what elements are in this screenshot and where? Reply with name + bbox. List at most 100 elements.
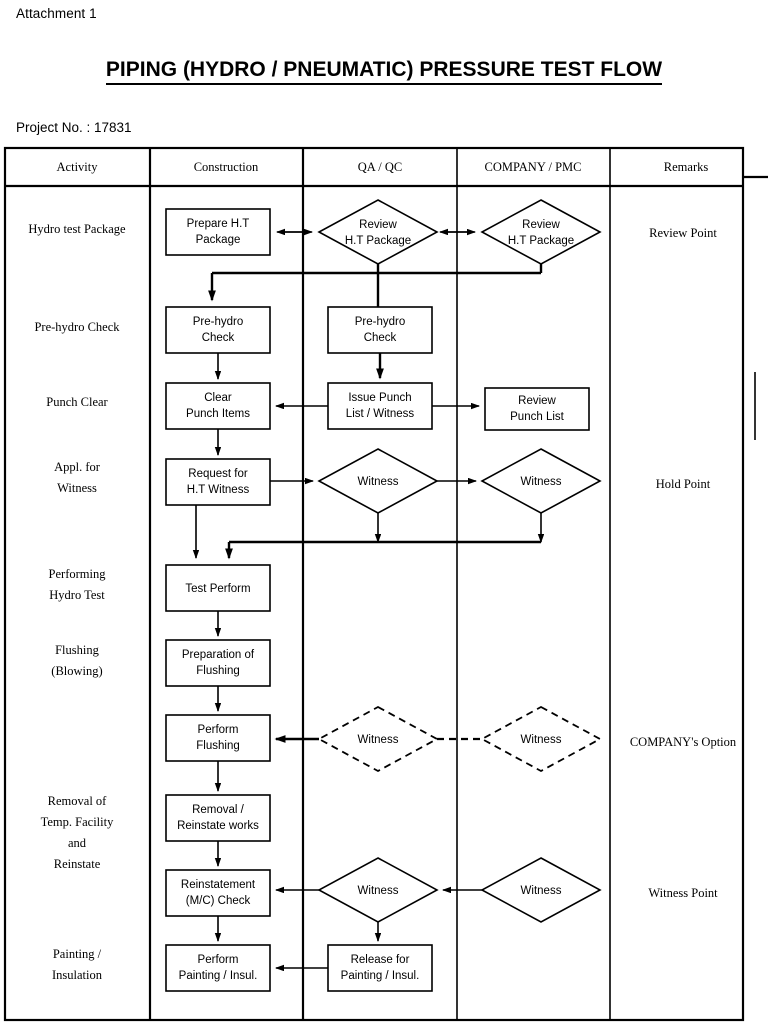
column-header-qaqc: QA / QC (358, 160, 402, 174)
row-appl-for-witness: Request for H.T Witness Witness Witness (165, 448, 602, 560)
row-punch-clear: Clear Punch Items Issue Punch List / Wit… (165, 382, 590, 456)
column-header-remarks: Remarks (664, 160, 709, 174)
connector-witness-bus-to-test-perform (225, 513, 545, 560)
node-issue-punch-list-line1: Issue Punch (348, 392, 411, 404)
node-pre-hydro-check-c-line1: Pre-hydro (193, 316, 244, 328)
node-review-ht-package-co-line1: Review (522, 219, 560, 231)
node-witness-ht-co-label: Witness (521, 476, 562, 488)
page-title: PIPING (HYDRO / PNEUMATIC) PRESSURE TEST… (0, 58, 768, 85)
node-pre-hydro-check-construction[interactable]: Pre-hydro Check (165, 306, 271, 354)
row-hydro-test-package: Prepare H.T Package Review H.T Package R… (165, 199, 602, 307)
node-removal-reinstate-line1: Removal / (192, 804, 245, 816)
table-header-row: Activity Construction QA / QC COMPANY / … (57, 160, 709, 174)
node-review-punch-list[interactable]: Review Punch List (484, 387, 590, 431)
project-number: Project No. : 17831 (16, 120, 132, 135)
node-review-ht-package-qa[interactable]: Review H.T Package (317, 199, 439, 265)
node-prepare-ht-package-line1: Prepare H.T (187, 218, 250, 230)
node-witness-ht-qa-label: Witness (358, 476, 399, 488)
node-request-ht-witness[interactable]: Request for H.T Witness (165, 458, 271, 506)
node-release-for-painting[interactable]: Release for Painting / Insul. (327, 944, 433, 992)
node-request-ht-witness-line2: H.T Witness (187, 484, 250, 496)
node-clear-punch-items[interactable]: Clear Punch Items (165, 382, 271, 430)
node-witness-reinstate-co-label: Witness (521, 885, 562, 897)
node-pre-hydro-check-qaqc[interactable]: Pre-hydro Check (327, 306, 433, 354)
node-witness-ht-company[interactable]: Witness (480, 448, 602, 514)
node-witness-flushing-co-label: Witness (521, 734, 562, 746)
row-pre-hydro-check: Pre-hydro Check Pre-hydro Check (165, 306, 433, 380)
column-header-activity: Activity (57, 160, 99, 174)
node-preparation-of-flushing-line1: Preparation of (182, 649, 255, 661)
node-prepare-ht-package[interactable]: Prepare H.T Package (165, 208, 271, 256)
activity-label-painting-1: Painting / (53, 947, 102, 961)
node-witness-flushing-qa-label: Witness (358, 734, 399, 746)
page-title-text: PIPING (HYDRO / PNEUMATIC) PRESSURE TEST… (105, 58, 663, 85)
node-reinstatement-line1: Reinstatement (181, 879, 256, 891)
node-perform-flushing-line2: Flushing (196, 740, 239, 752)
activity-label-hydro-test-package: Hydro test Package (28, 222, 126, 236)
activity-label-removal-3: and (68, 836, 87, 850)
remark-witness-point: Witness Point (648, 886, 718, 900)
activity-column: Hydro test Package Pre-hydro Check Punch… (28, 222, 126, 982)
node-perform-painting-line2: Painting / Insul. (179, 970, 258, 982)
node-release-for-painting-line1: Release for (351, 954, 410, 966)
row-performing-hydro-test: Test Perform (165, 564, 271, 637)
node-witness-reinstate-company[interactable]: Witness (480, 857, 602, 923)
attachment-label: Attachment 1 (16, 6, 97, 21)
row-flushing: Preparation of Flushing Perform Flushing… (165, 639, 602, 792)
activity-label-performing-hydro-test-1: Performing (49, 567, 107, 581)
node-perform-flushing-line1: Perform (198, 724, 239, 736)
node-review-punch-list-line1: Review (518, 395, 556, 407)
activity-label-performing-hydro-test-2: Hydro Test (49, 588, 105, 602)
node-review-ht-package-qa-line2: H.T Package (345, 235, 411, 247)
node-perform-flushing[interactable]: Perform Flushing (165, 714, 271, 762)
node-reinstatement-line2: (M/C) Check (186, 895, 251, 907)
column-header-construction: Construction (194, 160, 259, 174)
activity-label-appl-for-witness-1: Appl. for (54, 460, 101, 474)
row-painting-insulation: Perform Painting / Insul. Release for Pa… (165, 944, 433, 992)
activity-label-flushing-1: Flushing (55, 643, 100, 657)
node-witness-reinstate-qaqc[interactable]: Witness (317, 857, 439, 923)
node-perform-painting-insul[interactable]: Perform Painting / Insul. (165, 944, 271, 992)
table-frame (3, 146, 768, 1022)
node-request-ht-witness-line1: Request for (188, 468, 248, 480)
node-witness-reinstate-qa-label: Witness (358, 885, 399, 897)
node-reinstatement-mc-check[interactable]: Reinstatement (M/C) Check (165, 869, 271, 917)
node-witness-flushing-qaqc[interactable]: Witness (317, 705, 439, 773)
activity-label-flushing-2: (Blowing) (51, 664, 102, 678)
node-review-ht-package-qa-line1: Review (359, 219, 397, 231)
node-release-for-painting-line2: Painting / Insul. (341, 970, 420, 982)
node-review-ht-package-co-line2: H.T Package (508, 235, 574, 247)
activity-label-removal-1: Removal of (48, 794, 108, 808)
node-pre-hydro-check-qa-line1: Pre-hydro (355, 316, 406, 328)
node-preparation-of-flushing-line2: Flushing (196, 665, 239, 677)
activity-label-appl-for-witness-2: Witness (57, 481, 97, 495)
activity-label-removal-4: Reinstate (54, 857, 101, 871)
remark-hold-point: Hold Point (656, 477, 711, 491)
node-removal-reinstate-line2: Reinstate works (177, 820, 259, 832)
activity-label-punch-clear: Punch Clear (46, 395, 108, 409)
node-issue-punch-list-line2: List / Witness (346, 408, 415, 420)
node-pre-hydro-check-qa-line2: Check (364, 332, 397, 344)
node-prepare-ht-package-line2: Package (196, 234, 241, 246)
node-test-perform[interactable]: Test Perform (165, 564, 271, 612)
remarks-column: Review Point Hold Point COMPANY's Option… (630, 226, 737, 900)
node-review-punch-list-line2: Punch List (510, 411, 565, 423)
node-preparation-of-flushing[interactable]: Preparation of Flushing (165, 639, 271, 687)
node-clear-punch-items-line1: Clear (204, 392, 232, 404)
connector-review-bus-to-pre-hydro (208, 264, 543, 307)
node-issue-punch-list-witness[interactable]: Issue Punch List / Witness (327, 382, 433, 430)
activity-label-pre-hydro-check: Pre-hydro Check (34, 320, 120, 334)
node-removal-reinstate-works[interactable]: Removal / Reinstate works (165, 794, 271, 842)
remark-review-point: Review Point (649, 226, 717, 240)
node-review-ht-package-co[interactable]: Review H.T Package (480, 199, 602, 265)
node-witness-ht-qaqc[interactable]: Witness (317, 448, 439, 514)
activity-label-removal-2: Temp. Facility (41, 815, 114, 829)
node-witness-flushing-company[interactable]: Witness (480, 705, 602, 773)
node-clear-punch-items-line2: Punch Items (186, 408, 250, 420)
activity-label-painting-2: Insulation (52, 968, 103, 982)
node-test-perform-label: Test Perform (185, 583, 250, 595)
remark-companys-option: COMPANY's Option (630, 735, 737, 749)
row-removal-reinstate: Removal / Reinstate works Reinstatement … (165, 794, 602, 942)
